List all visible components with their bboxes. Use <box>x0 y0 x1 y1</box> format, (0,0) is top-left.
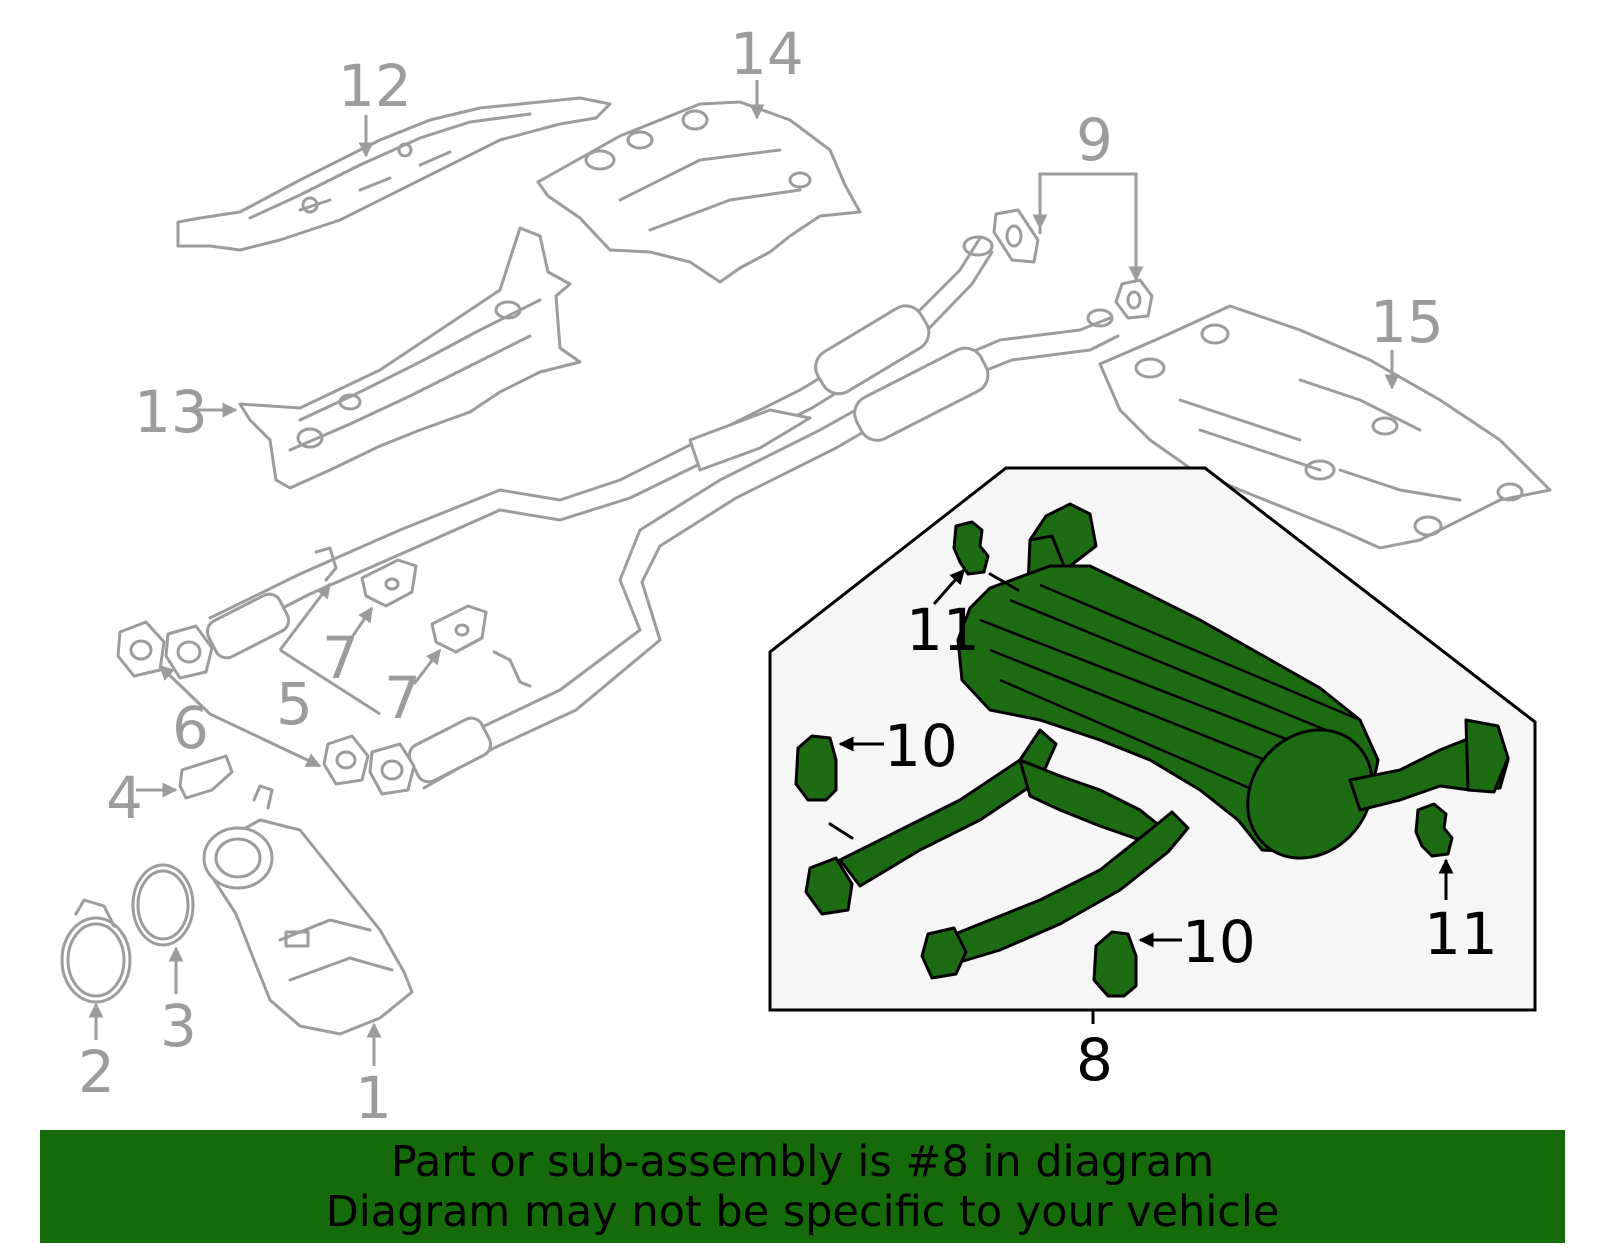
leader-lines <box>88 80 1454 1066</box>
callout-7b: 7 <box>384 664 421 732</box>
callout-14: 14 <box>730 20 804 88</box>
intermediate-pipes <box>205 236 1120 790</box>
part-12-heat-shield[interactable] <box>176 96 612 252</box>
part-3-gasket[interactable] <box>131 863 195 947</box>
callout-2: 2 <box>78 1038 115 1106</box>
part-4-bracket[interactable] <box>178 754 234 800</box>
part-2-clamp[interactable] <box>60 898 132 1004</box>
rear-muffler-assembly[interactable] <box>804 502 1510 980</box>
part-10-insulators[interactable] <box>794 734 1138 998</box>
callout-13: 13 <box>134 378 208 446</box>
callout-4: 4 <box>106 764 143 832</box>
callout-6: 6 <box>172 694 209 762</box>
callout-11b: 11 <box>1424 900 1498 968</box>
banner-line-1: Part or sub-assembly is #8 in diagram <box>390 1136 1215 1187</box>
callout-9: 9 <box>1076 106 1113 174</box>
part-13-heat-shield[interactable] <box>238 226 582 490</box>
callout-10a: 10 <box>884 712 958 780</box>
banner-line-2: Diagram may not be specific to your vehi… <box>325 1186 1280 1237</box>
callout-8: 8 <box>1076 1026 1113 1094</box>
callout-12: 12 <box>338 52 412 120</box>
part-6-gaskets[interactable] <box>116 620 416 796</box>
part-14-heat-shield[interactable] <box>536 100 862 284</box>
callout-10b: 10 <box>1182 908 1256 976</box>
part-11-hangers[interactable] <box>952 520 1454 858</box>
callouts: 1 2 3 4 5 6 7 7 8 9 10 10 11 11 12 13 14… <box>78 20 1498 1132</box>
callout-15: 15 <box>1370 288 1444 356</box>
callout-1: 1 <box>355 1064 392 1132</box>
part-5-hangers[interactable] <box>314 546 532 688</box>
part-1-catalytic-converter[interactable] <box>202 784 414 1036</box>
part-9-gaskets[interactable] <box>962 208 1154 328</box>
part-8-inset[interactable] <box>768 466 1537 1012</box>
callout-11a: 11 <box>906 596 980 664</box>
callout-3: 3 <box>160 992 197 1060</box>
callout-5: 5 <box>276 670 313 738</box>
info-banner: Part or sub-assembly is #8 in diagram Di… <box>40 1130 1565 1243</box>
callout-7a: 7 <box>322 624 359 692</box>
part-7-brackets[interactable] <box>360 558 488 654</box>
